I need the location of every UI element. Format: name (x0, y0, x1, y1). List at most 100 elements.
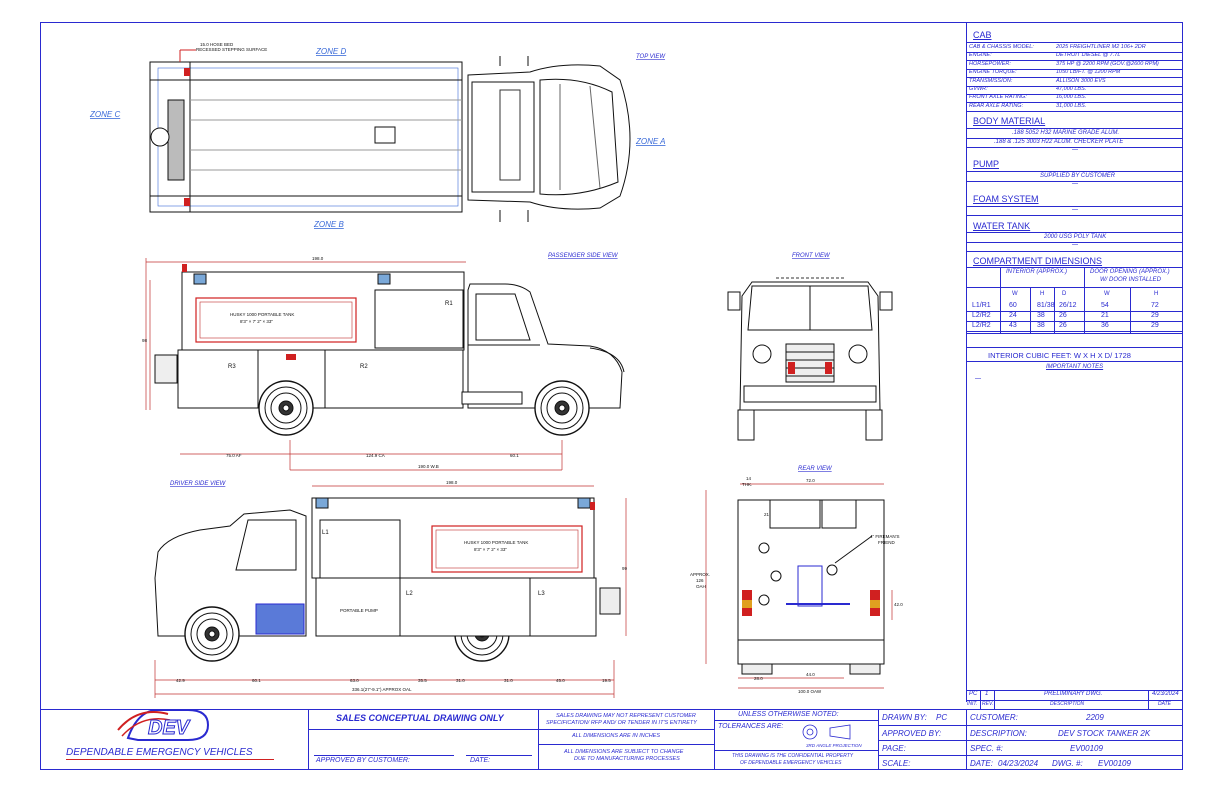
cab-spec-label: FRONT AXLE RATING: (969, 94, 1027, 101)
dim-rear-top: 72.0 (806, 478, 815, 483)
date-label: DATE: (970, 759, 993, 768)
dim-d2: 60.1 (252, 678, 261, 683)
rev-date-header: DATE (1158, 701, 1171, 707)
compartment-col-header: D (1062, 291, 1067, 297)
compartment-row-name: L1/R1 (972, 302, 991, 309)
front-view-label: FRONT VIEW (792, 253, 831, 259)
dim-driver-height: 99 (622, 566, 628, 571)
dim-rear-21: 21 (764, 512, 770, 517)
water-tank-spec: 2000 USG POLY TANK (1044, 234, 1107, 240)
top-view-label: TOP VIEW (636, 54, 666, 60)
cab-spec-label: GVWR: (969, 86, 988, 92)
compartment-l1: L1 (322, 530, 329, 536)
drawn-by-value: PC (936, 713, 948, 722)
confidential-2: OF DEPENDABLE EMERGENCY VEHICLES (740, 760, 842, 766)
pump-spec: SUPPLIED BY CUSTOMER (1040, 173, 1116, 179)
approx-note: APPROX. (690, 572, 710, 577)
rev-date: 4/23/2024 (1152, 691, 1179, 697)
fireman-friend-note: 4" FIREMAN'S (870, 534, 899, 539)
zone-b-label: ZONE B (313, 220, 344, 229)
interior-header: INTERIOR (APPROX.) (1006, 269, 1068, 275)
passenger-view-label: PASSENGER SIDE VIEW (548, 253, 619, 259)
top-view (149, 49, 631, 222)
dim-pass-oh: 75.0 AF (226, 453, 242, 458)
compartment-col-header: W (1012, 291, 1018, 297)
compartment-l2: L2 (406, 591, 413, 597)
rev-desc-header: DESCRIPTION (1050, 701, 1085, 707)
compartment-r1: R1 (445, 301, 453, 307)
body-material-heading: BODY MATERIAL (973, 116, 1046, 126)
spec-panel (966, 22, 1184, 702)
dim-d6: 31.0 (504, 678, 513, 683)
compartment-cell: 26 (1059, 312, 1067, 319)
zone-a-label: ZONE A (635, 137, 665, 146)
compartment-cell: 26 (1059, 322, 1067, 329)
compartment-cell: 21 (1101, 312, 1109, 319)
tolerances-label: TOLERANCES ARE: (718, 723, 784, 730)
zone-d-label: ZONE D (315, 47, 346, 56)
compartment-cell: 60 (1009, 302, 1017, 309)
cubic-feet-formula: INTERIOR CUBIC FEET: W X H X D/ 1728 (988, 351, 1131, 360)
spec-number-label: SPEC. #: (970, 744, 1003, 753)
description-value: DEV STOCK TANKER 2K (1058, 729, 1151, 738)
passenger-side-view (154, 264, 625, 436)
projection-label: 3RD ANGLE PROJECTION (806, 743, 862, 748)
cab-heading: CAB (973, 30, 992, 40)
passenger-tank-size: 8'3" × 7' 2" × 33" (240, 319, 273, 324)
cab-spec-value: ALLISON 3000 EVS (1056, 77, 1106, 84)
dim-d5: 31.0 (456, 678, 465, 683)
pump-spec-2: — (1072, 181, 1078, 187)
rev-init-header: INIT. (967, 701, 978, 707)
compartment-row-name: L2/R2 (972, 322, 991, 329)
compartment-cell: 36 (1101, 322, 1109, 329)
dwg-value: EV00109 (1098, 759, 1131, 768)
compartment-cell: 26/12 (1059, 302, 1077, 309)
portable-pump-note: PORTABLE PUMP (340, 608, 378, 613)
driver-side-view (154, 497, 621, 662)
hose-bed-note: 15.0 HOSE BED (200, 42, 234, 47)
cab-spec-value: 1050 LB/FT. @ 1200 RPM (1056, 69, 1121, 76)
water-tank-spec-2: — (1072, 242, 1078, 248)
dim-pass-ca: 124.9 CA (366, 453, 385, 458)
compartment-row-name: L2/R2 (972, 312, 991, 319)
pump-heading: PUMP (973, 159, 1000, 169)
rev-description: PRELIMINARY DWG. (1044, 691, 1103, 697)
sales-drawing-label: SALES CONCEPTUAL DRAWING ONLY (336, 713, 504, 723)
zone-c-label: ZONE C (89, 110, 120, 119)
cab-spec-label: CAB & CHASSIS MODEL: (969, 44, 1034, 50)
projection-symbol (802, 724, 851, 740)
cab-spec-value: 375 HP @ 2200 RPM (GOV.@2600 RPM) (1056, 60, 1159, 67)
water-tank-heading: WATER TANK (973, 221, 1031, 231)
dim-d3: 63.0 (350, 678, 359, 683)
dim-pass-height: 98 (142, 338, 148, 343)
compartment-l3: L3 (538, 591, 545, 597)
dim-d7: 45.0 (556, 678, 565, 683)
confidential-1: THIS DRAWING IS THE CONFIDENTIAL PROPERT… (732, 753, 854, 759)
compartment-r3: R3 (228, 364, 236, 370)
company-name: DEPENDABLE EMERGENCY VEHICLES (66, 747, 253, 758)
door-opening-header: DOOR OPENING (APPROX.) (1090, 269, 1170, 275)
dim-rear-14: 14 (746, 476, 752, 481)
body-material-1: .188 5052 H32 MARINE GRADE ALUM. (1012, 130, 1120, 136)
compartment-cell: 24 (1009, 312, 1017, 319)
dim-pass-wb: 190.0 W.B (418, 464, 439, 469)
compartment-cell: 29 (1151, 312, 1159, 319)
dim-body-top: 198.0 (312, 256, 324, 261)
inches-note: ALL DIMENSIONS ARE IN INCHES (572, 733, 661, 739)
cab-spec-label: TRANSMISSION: (969, 77, 1013, 84)
drawn-by-label: DRAWN BY: (882, 713, 927, 722)
approved-customer-label: APPROVED BY CUSTOMER: (316, 757, 410, 764)
change-note-1: ALL DIMENSIONS ARE SUBJECT TO CHANGE (564, 749, 684, 755)
dim-rear-42: 42.0 (894, 602, 903, 607)
compartment-col-header: H (1154, 291, 1159, 297)
foam-spec: — (1072, 207, 1078, 213)
passenger-tank-note: HUSKY 1000 PORTABLE TANK (230, 312, 294, 317)
body-material-2: .188 & .125 3003 H22 ALUM. CHECKER PLATE (994, 139, 1124, 145)
body-material-3: — (1072, 147, 1078, 153)
change-note-2: DUE TO MANUFACTURING PROCESSES (574, 756, 680, 762)
foam-heading: FOAM SYSTEM (973, 194, 1039, 204)
dim-d1: 42.9 (176, 678, 185, 683)
rev-number: 1 (985, 691, 989, 697)
door-installed-header: W/ DOOR INSTALLED (1100, 277, 1161, 283)
